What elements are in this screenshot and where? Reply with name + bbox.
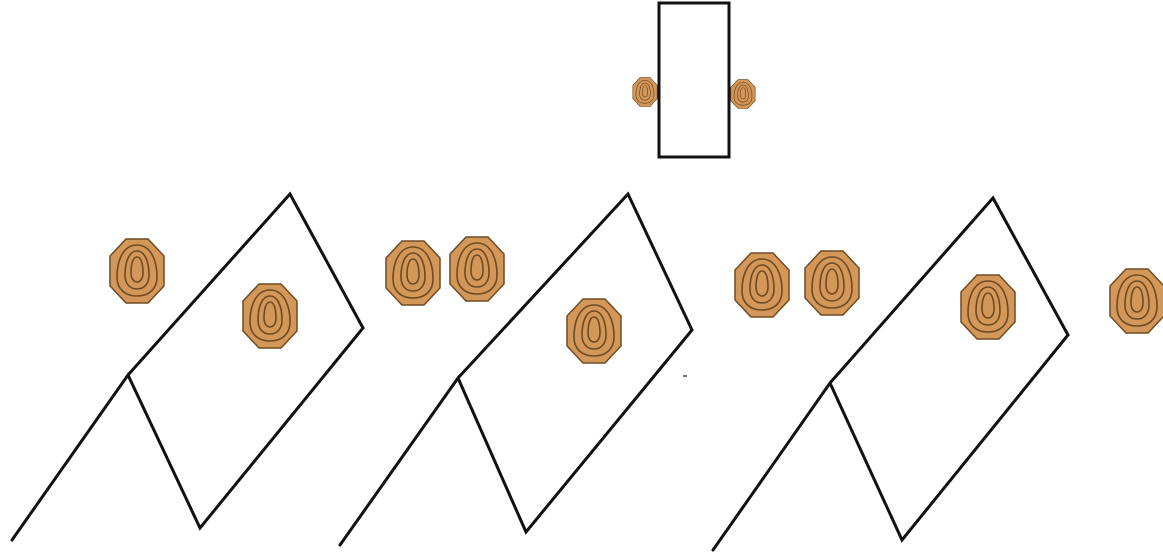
steel-target-icon bbox=[110, 239, 164, 303]
wall-2 bbox=[340, 194, 692, 545]
steel-target-icon bbox=[805, 251, 859, 315]
steel-target-icon bbox=[386, 241, 440, 305]
steel-target-icon bbox=[633, 78, 657, 107]
steel-target-icon bbox=[567, 299, 621, 363]
steel-target-icon bbox=[450, 237, 504, 301]
wall-1 bbox=[12, 194, 363, 540]
steel-target-icon bbox=[243, 284, 297, 348]
steel-target-icon bbox=[961, 275, 1015, 339]
barricade bbox=[659, 3, 729, 157]
small-mark bbox=[683, 375, 687, 377]
steel-target-icon bbox=[731, 80, 755, 109]
wall-3 bbox=[713, 198, 1068, 550]
steel-target-icon bbox=[735, 253, 789, 317]
steel-target-icon bbox=[1110, 269, 1163, 333]
